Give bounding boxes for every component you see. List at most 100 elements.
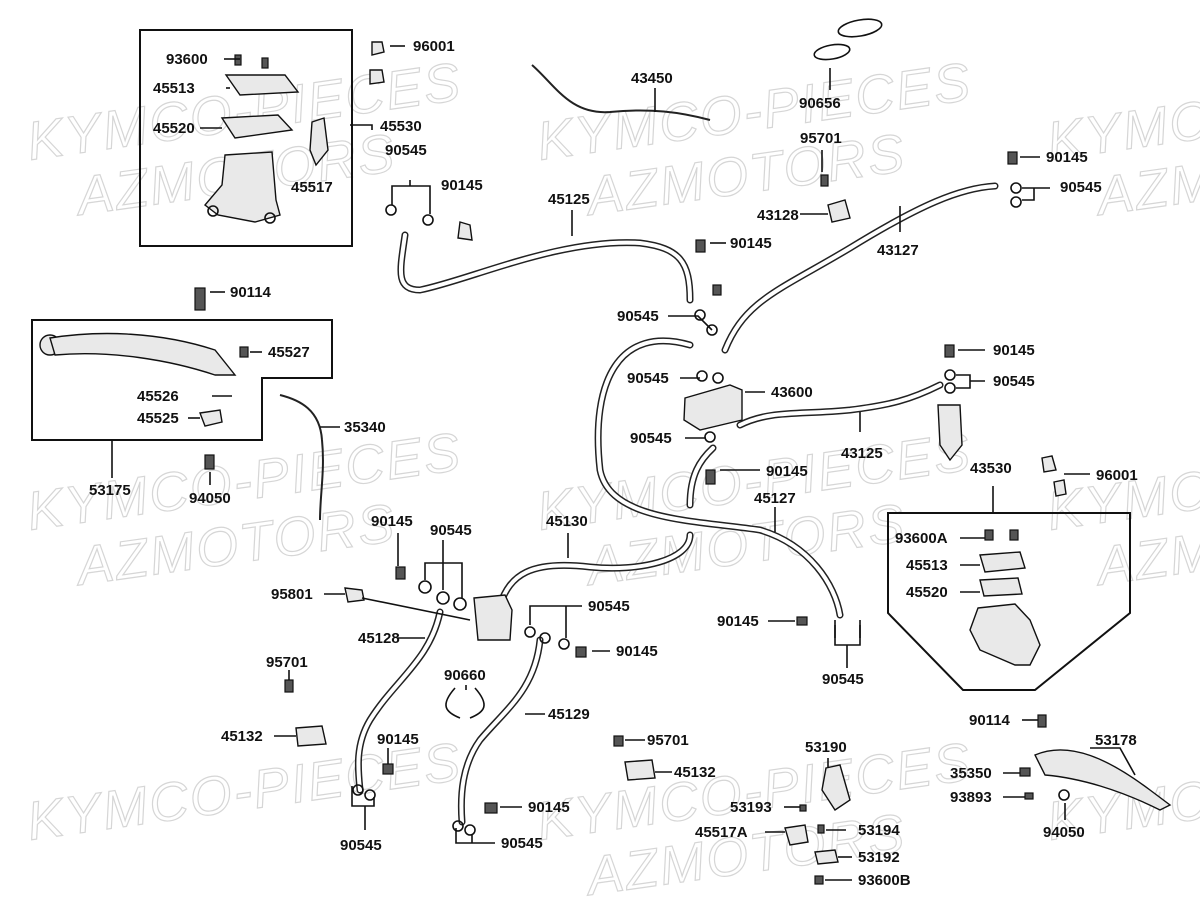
- clip-ring-icon: [813, 43, 851, 61]
- screw-icon: [814, 875, 824, 885]
- part-label-90545: 90545: [501, 835, 543, 852]
- part-label-90145: 90145: [616, 643, 658, 660]
- part-label-90114: 90114: [230, 284, 272, 301]
- part-label-45129: 45129: [548, 706, 590, 723]
- clip-ring-icon: [837, 18, 883, 38]
- washer-icon: [364, 789, 376, 801]
- part-label-53175: 53175: [89, 482, 131, 499]
- part-label-95801: 95801: [271, 586, 313, 603]
- washer-icon: [524, 626, 536, 638]
- leader-line: [391, 180, 431, 214]
- part-label-94050: 94050: [189, 490, 231, 507]
- brake-hose-43127-inner: [723, 184, 997, 352]
- part-label-94050: 94050: [1043, 824, 1085, 841]
- washer-icon: [1010, 182, 1022, 194]
- banjo-bolt-icon: [484, 802, 498, 814]
- part-label-90545: 90545: [822, 671, 864, 688]
- brake-hose-45127-inner: [596, 338, 842, 617]
- part-label-90545: 90545: [617, 308, 659, 325]
- clamp-45517a: [784, 824, 809, 846]
- washer-icon: [352, 784, 364, 796]
- banjo-bolt-icon: [695, 239, 706, 253]
- part-label-45128: 45128: [358, 630, 400, 647]
- screw-icon: [613, 735, 624, 747]
- part-label-93600: 93600: [166, 51, 208, 68]
- part-label-45125: 45125: [548, 191, 590, 208]
- part-label-35350: 35350: [950, 765, 992, 782]
- banjo-bolt-icon: [944, 344, 955, 358]
- part-label-45132: 45132: [221, 728, 263, 745]
- brake-hose-43125-inner: [738, 383, 942, 427]
- part-label-95701: 95701: [647, 732, 689, 749]
- part-label-90145: 90145: [766, 463, 808, 480]
- part-label-43127: 43127: [877, 242, 919, 259]
- part-label-45527: 45527: [268, 344, 310, 361]
- leader-line: [956, 374, 985, 389]
- leader-line: [351, 786, 375, 830]
- part-label-45525: 45525: [137, 410, 179, 427]
- banjo-bolt-icon: [371, 41, 385, 56]
- screw-icon: [820, 174, 829, 187]
- banjo-bolt-icon: [712, 284, 722, 296]
- part-labels: 93600 45513 45520 45517 45530 96001 9054…: [89, 38, 1138, 889]
- part-label-90545: 90545: [430, 522, 472, 539]
- rear-reservoir-cap: [979, 551, 1026, 573]
- brake-hose-45130-inner: [498, 533, 692, 607]
- part-label-45520: 45520: [906, 584, 948, 601]
- part-label-43450: 43450: [631, 70, 673, 87]
- washer-icon: [712, 372, 724, 384]
- hose-clip-icon: [834, 620, 861, 638]
- part-label-90114: 90114: [969, 712, 1011, 729]
- screw-icon: [284, 679, 294, 693]
- part-label-93600a: 93600A: [895, 530, 948, 547]
- washer-icon: [1010, 196, 1022, 208]
- washer-icon: [706, 324, 718, 336]
- washer-icon: [694, 309, 706, 321]
- part-label-45526: 45526: [137, 388, 179, 405]
- brake-switch-wire-35340: [279, 394, 324, 521]
- screw-icon: [234, 54, 242, 66]
- brake-junction-43600: [683, 384, 743, 431]
- part-label-96001: 96001: [1096, 467, 1138, 484]
- washer-icon: [464, 824, 476, 836]
- leader-line: [424, 540, 463, 598]
- hose-guide-45132: [295, 725, 327, 747]
- washer-icon: [422, 214, 434, 226]
- part-label-90545: 90545: [385, 142, 427, 159]
- rear-master-cylinder-body: [969, 603, 1041, 666]
- leader-line: [529, 605, 582, 638]
- screw-icon: [1024, 792, 1034, 800]
- leader-line: [455, 828, 495, 844]
- part-label-53193: 53193: [730, 799, 772, 816]
- rear-diaphragm: [979, 577, 1023, 597]
- part-label-35340: 35340: [344, 419, 386, 436]
- washer-icon: [385, 204, 397, 216]
- screw-icon: [817, 824, 825, 834]
- washer-icon: [436, 591, 450, 605]
- banjo-bolt-icon: [382, 763, 394, 775]
- screw-icon: [1009, 529, 1019, 541]
- clamp-45517: [309, 117, 329, 167]
- leader-line: [350, 124, 373, 130]
- banjo-bolt-icon: [369, 69, 385, 85]
- banjo-bolt-icon: [1053, 479, 1067, 497]
- part-label-53192: 53192: [858, 849, 900, 866]
- lever-bracket-45525: [199, 409, 223, 427]
- screw-icon: [239, 346, 249, 358]
- washer-icon: [704, 431, 716, 443]
- part-label-90145: 90145: [371, 513, 413, 530]
- bleeder-95801: [344, 587, 365, 603]
- washer-icon: [944, 382, 956, 394]
- part-label-90145: 90145: [528, 799, 570, 816]
- bracket-53190: [821, 764, 851, 811]
- part-label-53190: 53190: [805, 739, 847, 756]
- part-label-43600: 43600: [771, 384, 813, 401]
- part-label-93600b: 93600B: [858, 872, 911, 889]
- washer-icon: [539, 632, 551, 644]
- brake-hose-43125: [736, 381, 944, 429]
- part-label-53178: 53178: [1095, 732, 1137, 749]
- brake-switch-fitting: [937, 404, 963, 462]
- parking-cable-43450: [531, 64, 711, 121]
- hose-clip-90660: [445, 687, 485, 719]
- leader-line: [361, 597, 471, 621]
